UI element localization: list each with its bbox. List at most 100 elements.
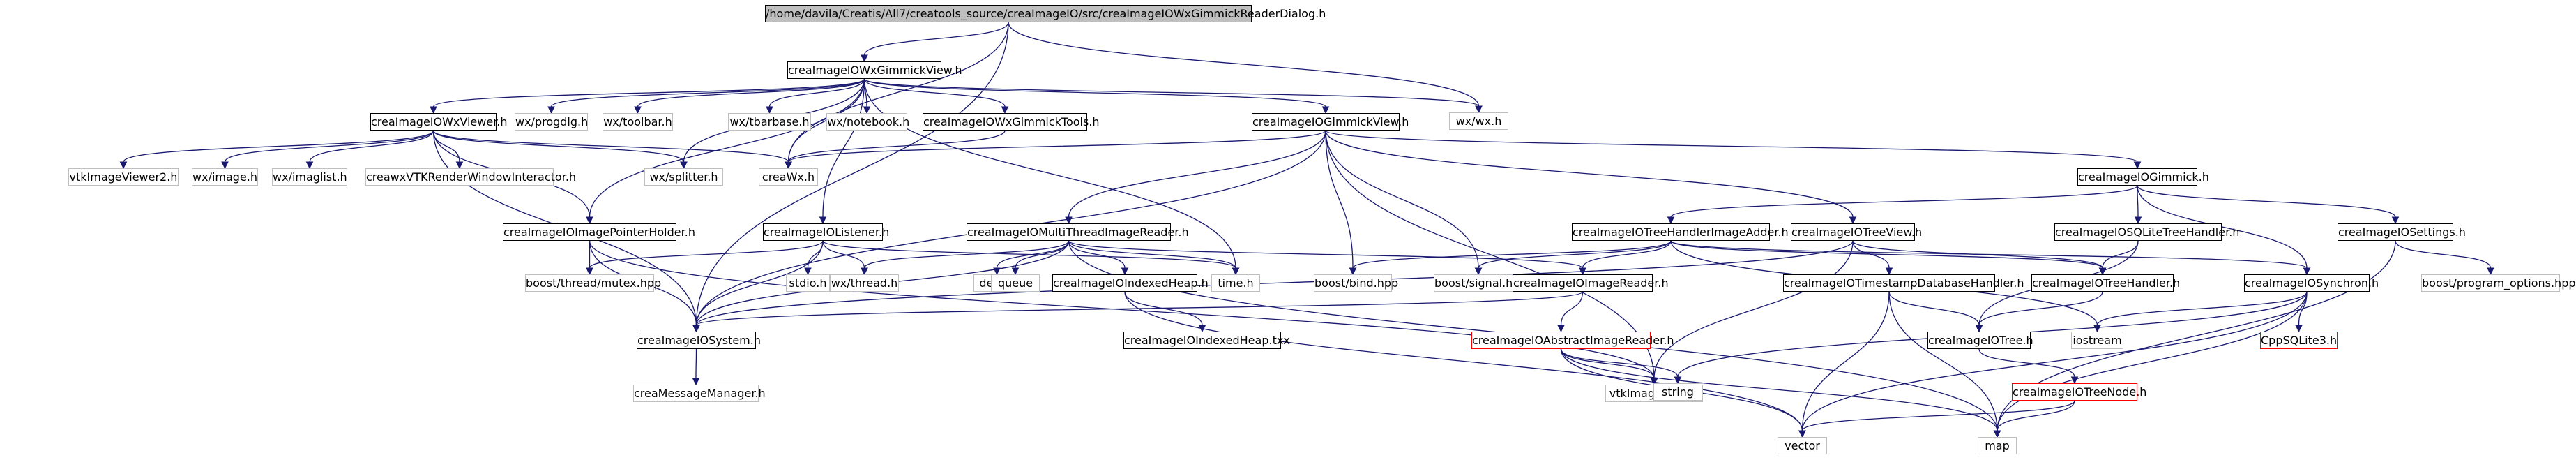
edge-treeview-vtkimagedata xyxy=(1653,240,1854,379)
node-mtreader[interactable]: creaImageIOMultiThreadImageReader.h xyxy=(967,223,1189,241)
edge-mtreader-idxheap xyxy=(1068,240,1126,269)
edge-gimmick-settings xyxy=(2137,185,2396,218)
edge-synchron-map xyxy=(1997,291,2308,431)
node-gimmick[interactable]: creaImageIOGimmick.h xyxy=(2077,168,2209,186)
edge-arrowhead xyxy=(692,325,700,333)
node-imgreader[interactable]: creaImageIOImageReader.h xyxy=(1513,274,1669,292)
edge-arrowhead xyxy=(221,161,229,170)
edge-arrowhead xyxy=(119,161,128,170)
edge-arrowhead xyxy=(785,161,792,170)
edge-viewer-splitter xyxy=(432,130,685,163)
edge-root-system xyxy=(695,22,1009,326)
edge-root-wxwx xyxy=(1008,22,1480,107)
edge-wxgv-listener xyxy=(822,78,865,218)
node-gview[interactable]: creaImageIOGimmickView.h xyxy=(1252,113,1409,131)
edge-imgreader-absreader xyxy=(1560,291,1584,326)
edge-arrowhead xyxy=(1232,267,1240,276)
edge-arrowhead xyxy=(2093,325,2101,333)
edge-absreader-vtkimagedata xyxy=(1560,348,1655,379)
edge-ptrholder-vtkimagedata xyxy=(589,240,1655,379)
edge-arrowhead xyxy=(680,161,688,170)
edge-thadder-bind xyxy=(1352,240,1672,269)
edge-arrowhead xyxy=(305,161,314,170)
edge-treeview-system xyxy=(695,240,1854,326)
node-wxwx: wx/wx.h xyxy=(1449,112,1508,130)
edge-thadder-imgreader xyxy=(1582,240,1672,269)
edge-viewer-rwi xyxy=(432,130,460,163)
node-system[interactable]: creaImageIOSystem.h xyxy=(637,332,761,349)
node-sqlite[interactable]: creaImageIOSQLiteTreeHandler.h xyxy=(2054,223,2239,241)
edge-idxheap-vector xyxy=(1124,291,1803,431)
edge-listener-wxthread xyxy=(822,240,865,269)
node-progdlg: wx/progdlg.h xyxy=(515,113,588,131)
edge-gview-mtreader xyxy=(1068,130,1326,218)
edge-wxgv-ptrholder xyxy=(589,78,865,218)
node-treeview[interactable]: creaImageIOTreeView.h xyxy=(1791,223,1922,241)
edge-absreader-map xyxy=(1560,348,1998,431)
node-absreader[interactable]: creaImageIOAbstractImageReader.h xyxy=(1471,332,1674,349)
edge-thadder-signal xyxy=(1478,240,1672,269)
node-tsdbh[interactable]: creaImageIOTimestampDatabaseHandler.h xyxy=(1783,274,2024,292)
node-vtkviewer: vtkImageViewer2.h xyxy=(68,168,179,186)
edge-mtreader-queue xyxy=(1015,240,1070,269)
node-settings[interactable]: creaImageIOSettings.h xyxy=(2338,223,2466,241)
edge-gview-creawx xyxy=(787,130,1326,163)
node-idxheaptxx[interactable]: creaImageIOIndexedHeap.txx xyxy=(1123,332,1290,349)
node-idxheap[interactable]: creaImageIOIndexedHeap.h xyxy=(1052,274,1209,292)
node-viewer[interactable]: creaImageIOWxViewer.h xyxy=(370,113,508,131)
edge-viewer-vtkviewer xyxy=(123,130,434,163)
edge-arrowhead xyxy=(863,106,871,114)
edge-tools-creawx xyxy=(787,130,1006,163)
node-tools[interactable]: creaImageIOWxGimmickTools.h xyxy=(923,113,1100,131)
edge-gimmick-thadder xyxy=(1670,185,2138,218)
node-treenode[interactable]: creaImageIOTreeNode.h xyxy=(2012,383,2146,401)
node-progopt: boost/program_options.hpp xyxy=(2421,274,2576,292)
edge-mtreader-time xyxy=(1068,240,1236,269)
node-rwi: creawxVTKRenderWindowInteractor.h xyxy=(365,168,576,186)
node-string: string xyxy=(1653,383,1702,401)
edge-tsdbh-map xyxy=(1888,291,1998,431)
edge-arrowhead xyxy=(766,106,773,114)
node-vector: vector xyxy=(1778,437,1827,454)
node-ptrholder[interactable]: creaImageIOImagePointerHolder.h xyxy=(503,223,695,241)
node-creawx: creaWx.h xyxy=(759,168,818,186)
edge-arrowhead xyxy=(2133,161,2142,170)
node-tbarbase: wx/tbarbase.h xyxy=(728,113,811,131)
edge-wxgv-tbarbase xyxy=(768,78,865,107)
edge-treenode-vector xyxy=(1801,400,2075,431)
node-treehandler[interactable]: creaImageIOTreeHandler.h xyxy=(2031,274,2180,292)
include-edges xyxy=(119,22,2494,438)
node-wxthread: wx/thread.h xyxy=(830,274,899,292)
node-stdio: stdio.h xyxy=(786,274,830,292)
node-imaglist: wx/imaglist.h xyxy=(272,168,347,186)
edge-arrowhead xyxy=(2303,267,2311,276)
edge-arrowhead xyxy=(2134,216,2142,225)
node-thadder[interactable]: creaImageIOTreeHandlerImageAdder.h xyxy=(1572,223,1789,241)
edge-arrowhead xyxy=(1011,267,1020,276)
node-tree[interactable]: creaImageIOTree.h xyxy=(1927,332,2033,349)
edge-root-creawx xyxy=(787,22,1009,163)
edge-settings-progopt xyxy=(2395,240,2492,269)
edge-arrowhead xyxy=(2391,216,2400,225)
edge-arrowhead xyxy=(1321,106,1330,114)
edge-wxgv-progdlg xyxy=(550,78,865,107)
edge-gview-bind xyxy=(1325,130,1354,269)
edge-arrowhead xyxy=(861,267,868,276)
edge-treenode-map xyxy=(1997,400,2075,431)
edge-thadder-synchron xyxy=(1670,240,2308,269)
edge-arrowhead xyxy=(1975,325,1983,333)
node-synchron[interactable]: creaImageIOSynchron.h xyxy=(2244,274,2379,292)
node-listener[interactable]: creaImageIOListener.h xyxy=(763,223,889,241)
edge-gimmick-synchron xyxy=(2137,185,2308,269)
node-wxgv[interactable]: creaImageIOWxGimmickView.h xyxy=(787,61,962,79)
node-cppsqlite[interactable]: CppSQLite3.h xyxy=(2260,332,2338,349)
edge-thadder-treehandler xyxy=(1670,240,2103,269)
node-wximage: wx/image.h xyxy=(192,168,258,186)
node-splitter: wx/splitter.h xyxy=(644,168,723,186)
edge-arrowhead xyxy=(1667,216,1675,225)
edge-arrowhead xyxy=(1674,376,1682,385)
node-root[interactable]: /home/davila/Creatis/All7/creatools_sour… xyxy=(765,5,1326,22)
node-signal: boost/signal.hpp xyxy=(1434,274,1527,292)
edge-synchron-vector xyxy=(1801,291,2308,431)
edge-arrowhead xyxy=(1993,430,2001,438)
